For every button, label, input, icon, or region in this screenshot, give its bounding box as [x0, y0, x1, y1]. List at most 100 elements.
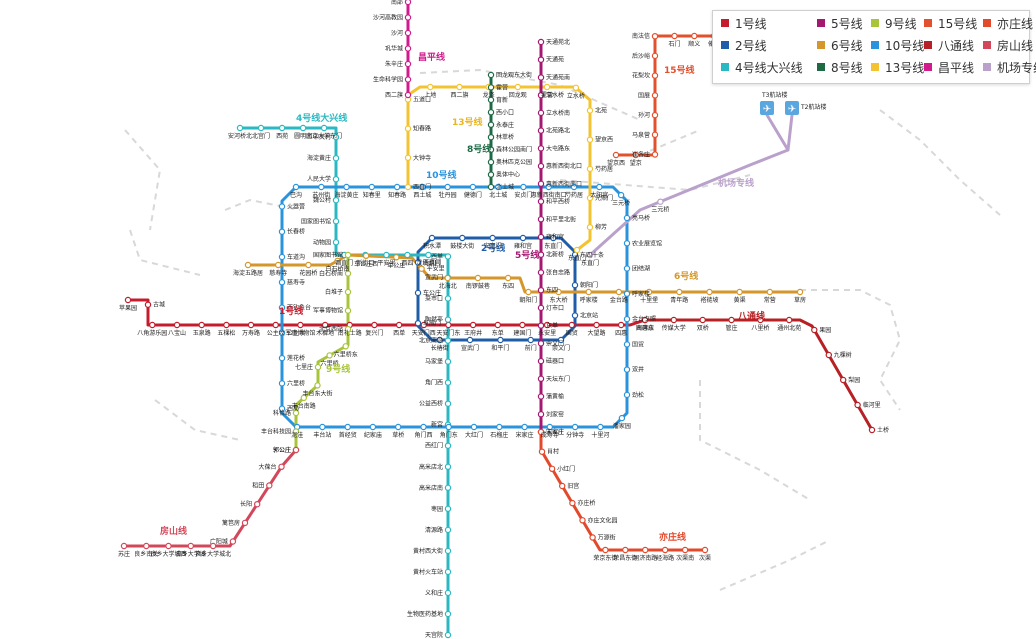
station-marker[interactable] — [670, 316, 678, 324]
station-marker[interactable] — [699, 316, 706, 324]
station-marker[interactable] — [622, 546, 629, 554]
station-marker[interactable] — [236, 124, 244, 132]
station-marker[interactable] — [766, 288, 774, 296]
station-marker[interactable] — [537, 375, 545, 382]
station-marker[interactable] — [444, 547, 452, 555]
station-marker[interactable] — [332, 218, 340, 225]
station-marker[interactable] — [623, 265, 631, 272]
station-marker[interactable] — [278, 253, 286, 261]
station-marker[interactable] — [786, 316, 793, 324]
station-marker[interactable] — [187, 542, 194, 550]
station-marker[interactable] — [418, 265, 425, 272]
station-marker[interactable] — [495, 183, 502, 191]
station-marker[interactable] — [571, 312, 579, 319]
station-marker[interactable] — [538, 448, 546, 455]
station-marker[interactable] — [736, 288, 743, 296]
station-marker[interactable] — [342, 343, 349, 350]
station-marker[interactable] — [444, 295, 452, 302]
station-marker[interactable] — [474, 274, 482, 282]
station-marker[interactable] — [537, 127, 545, 134]
station-marker[interactable] — [825, 351, 833, 359]
station-marker[interactable] — [321, 321, 329, 329]
station-marker[interactable] — [840, 376, 847, 384]
station-marker[interactable] — [292, 446, 300, 454]
station-marker[interactable] — [300, 394, 307, 402]
station-marker[interactable] — [632, 151, 639, 159]
station-marker[interactable] — [537, 198, 545, 205]
station-marker[interactable] — [229, 538, 237, 545]
station-marker[interactable] — [537, 304, 545, 312]
station-marker[interactable] — [278, 228, 286, 235]
station-marker[interactable] — [278, 405, 286, 412]
station-marker[interactable] — [393, 254, 400, 261]
station-marker[interactable] — [362, 252, 370, 259]
station-marker[interactable] — [292, 183, 300, 191]
station-marker[interactable] — [671, 32, 678, 40]
station-marker[interactable] — [444, 610, 452, 618]
station-marker[interactable] — [165, 542, 172, 550]
station-marker[interactable] — [257, 124, 265, 132]
station-marker[interactable] — [334, 257, 341, 265]
station-marker[interactable] — [537, 428, 545, 436]
station-marker[interactable] — [519, 321, 526, 329]
station-marker[interactable] — [569, 499, 576, 507]
station-marker[interactable] — [414, 289, 422, 297]
station-marker[interactable] — [487, 171, 495, 178]
station-marker[interactable] — [444, 274, 451, 282]
station-marker[interactable] — [444, 442, 452, 449]
station-marker[interactable] — [615, 288, 623, 296]
station-marker[interactable] — [223, 321, 230, 329]
station-marker[interactable] — [344, 270, 352, 277]
station-marker[interactable] — [198, 321, 205, 329]
station-marker[interactable] — [572, 84, 580, 92]
station-marker[interactable] — [623, 290, 631, 297]
station-marker[interactable] — [149, 321, 156, 329]
station-marker[interactable] — [266, 482, 273, 489]
station-marker[interactable] — [579, 517, 586, 524]
station-marker[interactable] — [456, 83, 463, 91]
station-marker[interactable] — [278, 124, 286, 132]
station-marker[interactable] — [254, 501, 261, 508]
station-marker[interactable] — [436, 336, 443, 344]
station-marker[interactable] — [404, 154, 412, 161]
station-marker[interactable] — [209, 542, 217, 550]
station-marker[interactable] — [602, 546, 609, 554]
station-marker[interactable] — [548, 465, 556, 472]
station-marker[interactable] — [537, 251, 545, 258]
station-marker[interactable] — [623, 240, 631, 247]
station-marker[interactable] — [537, 322, 545, 329]
station-marker[interactable] — [651, 92, 659, 99]
station-marker[interactable] — [586, 136, 594, 143]
station-marker[interactable] — [404, 0, 412, 6]
station-marker[interactable] — [520, 183, 527, 191]
station-marker[interactable] — [278, 329, 286, 336]
station-marker[interactable] — [557, 336, 565, 344]
station-marker[interactable] — [404, 251, 411, 259]
station-marker[interactable] — [420, 321, 427, 329]
station-marker[interactable] — [292, 428, 300, 435]
station-marker[interactable] — [641, 316, 649, 324]
station-marker[interactable] — [444, 589, 452, 597]
station-marker[interactable] — [278, 354, 286, 362]
station-marker[interactable] — [444, 316, 452, 323]
station-marker[interactable] — [543, 83, 551, 91]
station-marker[interactable] — [854, 401, 861, 409]
station-marker[interactable] — [504, 274, 512, 282]
station-marker[interactable] — [444, 526, 452, 534]
station-marker[interactable] — [466, 336, 474, 344]
station-marker[interactable] — [444, 568, 452, 576]
station-marker[interactable] — [247, 321, 255, 329]
station-marker[interactable] — [371, 321, 378, 329]
station-marker[interactable] — [527, 336, 534, 344]
station-marker[interactable] — [469, 183, 477, 191]
station-marker[interactable] — [868, 426, 876, 434]
station-marker[interactable] — [404, 14, 412, 21]
station-marker[interactable] — [642, 546, 649, 554]
station-marker[interactable] — [657, 198, 664, 205]
station-marker[interactable] — [487, 158, 495, 166]
station-marker[interactable] — [537, 162, 545, 170]
station-marker[interactable] — [586, 165, 594, 173]
station-marker[interactable] — [368, 183, 375, 191]
station-marker[interactable] — [537, 340, 545, 347]
station-marker[interactable] — [278, 463, 285, 470]
